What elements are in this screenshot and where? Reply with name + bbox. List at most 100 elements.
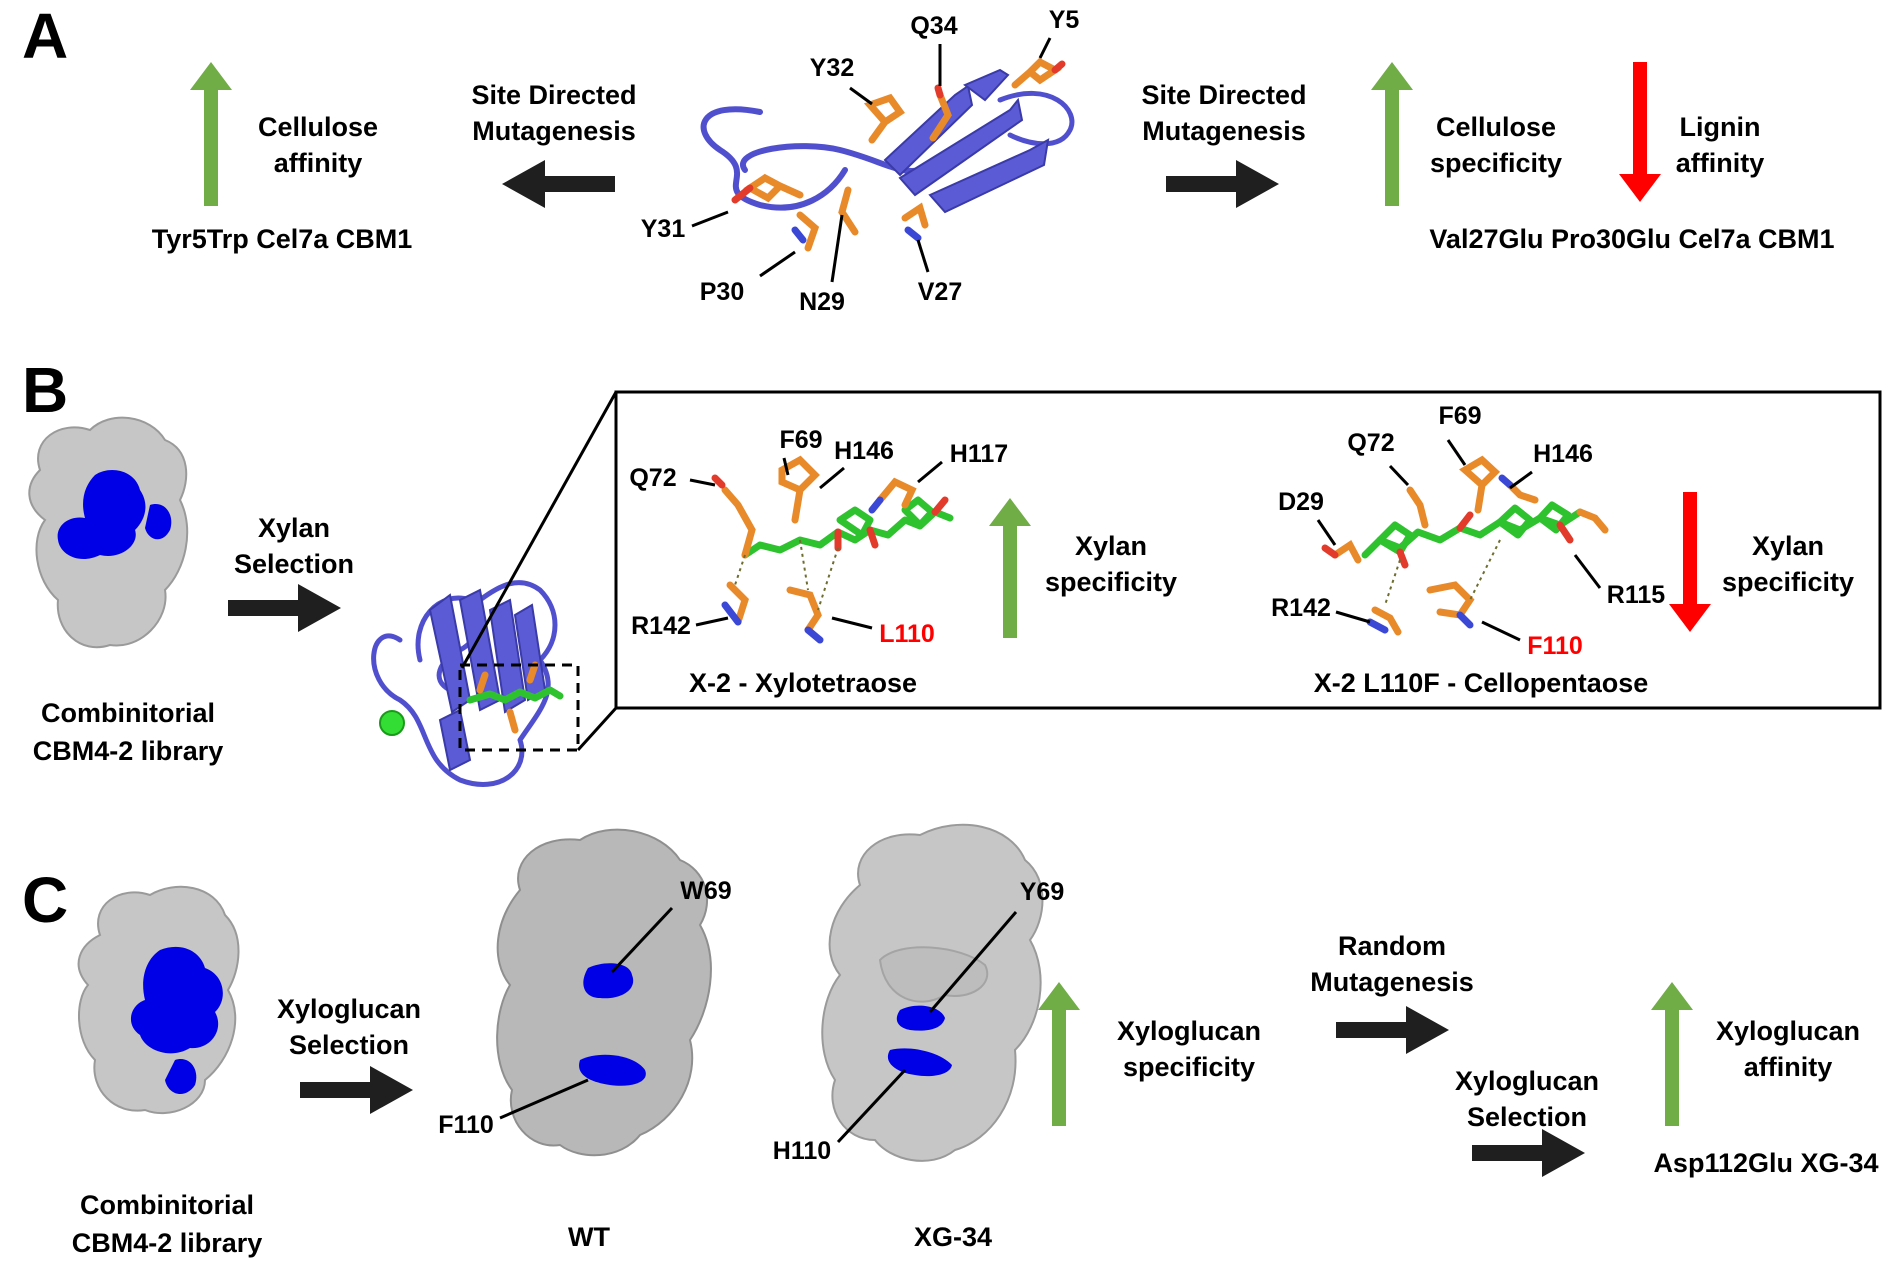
method-selection-word: Selection (1467, 1102, 1587, 1132)
zoom-inset-frame (614, 390, 1882, 710)
label-xylan-left: Xylan (1075, 531, 1147, 561)
label-cellulose: Cellulose (258, 112, 378, 142)
residue-r115: R115 (1607, 581, 1665, 609)
panel-c-letter: C (22, 864, 68, 936)
label-specificity-xylan-right: specificity (1722, 567, 1854, 597)
label-affinity: affinity (274, 148, 363, 178)
residue-p30: P30 (700, 278, 744, 306)
selection-xylan-word: Selection (234, 549, 354, 579)
leader-r115 (1573, 554, 1602, 589)
panel-b-letter: B (22, 354, 68, 426)
leader-h117-left (917, 460, 943, 484)
residue-h110-c: H110 (773, 1137, 831, 1165)
calcium-ion (379, 710, 405, 736)
caption-cellopentaose: X-2 L110F - Cellopentaose (1314, 668, 1649, 698)
leader-v27 (916, 239, 930, 273)
residue-y32: Y32 (810, 54, 854, 82)
zoom-region-box (458, 663, 580, 752)
cbm4-2-library-surface-c (77, 885, 240, 1115)
cbm1-structure (700, 57, 1075, 252)
xyloglucan-specificity-up-arrow (1038, 982, 1080, 1126)
leader-q72-left (689, 478, 716, 487)
caption-wt: WT (568, 1222, 610, 1252)
leader-f110-c (499, 1078, 589, 1120)
residue-y69: Y69 (1020, 878, 1064, 906)
xg34-surface (821, 823, 1044, 1162)
residue-d29: D29 (1278, 488, 1324, 516)
leader-r142-left (695, 616, 729, 627)
residue-f110-c: F110 (438, 1111, 494, 1139)
label-cellulose-right: Cellulose (1436, 112, 1556, 142)
library-label-b-line2: CBM4-2 library (33, 736, 224, 766)
residue-h146-right: H146 (1533, 440, 1593, 468)
residue-q72-right: Q72 (1347, 429, 1394, 457)
residue-f110: F110 (1527, 632, 1583, 660)
label-xyloglucan-spec: Xyloglucan (1117, 1016, 1261, 1046)
label-xylan-right: Xylan (1752, 531, 1824, 561)
method-mutagenesis-right: Mutagenesis (1142, 116, 1306, 146)
leader-f110 (1481, 620, 1521, 642)
residue-q72-left: Q72 (629, 464, 676, 492)
cbm4-2-structure (371, 580, 564, 787)
caption-xylotetraose: X-2 - Xylotetraose (689, 668, 917, 698)
residue-y31: Y31 (641, 215, 686, 243)
cellopentaose-complex (1321, 455, 1609, 636)
method-random: Random (1338, 931, 1446, 961)
panel-b: B Combinitorial CBM4-2 library Xylan Sel… (22, 354, 1882, 787)
leader-y31 (691, 210, 729, 228)
label-xyloglucan-aff: Xyloglucan (1716, 1016, 1860, 1046)
residue-v27: V27 (918, 278, 962, 306)
residue-f69-right: F69 (1438, 402, 1481, 430)
residue-f69-left: F69 (779, 426, 822, 454)
wt-surface (496, 828, 712, 1157)
selection-xylan: Xylan (258, 513, 330, 543)
leader-y5 (1038, 37, 1052, 59)
leader-h146-left (819, 466, 845, 490)
label-specificity-right: specificity (1430, 148, 1562, 178)
cellulose-affinity-up-arrow (190, 62, 232, 206)
selection-xyloglucan-c: Xyloglucan (277, 994, 421, 1024)
leader-d29 (1316, 519, 1337, 546)
leader-h110-c (836, 1068, 907, 1144)
leader-r142-right (1335, 610, 1371, 624)
method-site-directed-left: Site Directed (471, 80, 636, 110)
method-xyloglucan-selection: Xyloglucan (1455, 1066, 1599, 1096)
cellulose-specificity-up-arrow (1371, 62, 1413, 206)
xyloglucan-affinity-up-arrow (1651, 982, 1693, 1126)
label-affinity-c: affinity (1744, 1052, 1833, 1082)
panel-a: A Cellulose affinity Tyr5Trp Cel7a CBM1 … (22, 0, 1835, 316)
arrow-xyloglucan-selection-final (1472, 1129, 1585, 1177)
leader-h146-right (1509, 470, 1533, 490)
method-site-directed-right: Site Directed (1141, 80, 1306, 110)
leader-p30 (759, 250, 796, 278)
library-label-c-line2: CBM4-2 library (72, 1228, 263, 1258)
method-mutagenesis-left: Mutagenesis (472, 116, 636, 146)
arrow-to-left-mutant (502, 160, 615, 208)
leader-n29 (830, 214, 844, 283)
panel-c: C Combinitorial CBM4-2 library Xylogluca… (22, 823, 1879, 1258)
residue-r142-right: R142 (1271, 594, 1331, 622)
residue-h117-left: H117 (950, 440, 1008, 468)
residue-w69: W69 (680, 877, 731, 905)
residue-q34: Q34 (910, 12, 957, 40)
residue-l110: L110 (879, 620, 935, 648)
leader-q72-right (1388, 464, 1410, 487)
leader-w69 (610, 906, 674, 974)
leader-f69-left (782, 457, 790, 476)
arrow-to-right-mutant (1166, 160, 1279, 208)
arrow-xyloglucan-selection-c (300, 1066, 413, 1114)
xylotetraose-complex (711, 455, 954, 644)
label-lignin: Lignin (1680, 112, 1761, 142)
lignin-affinity-down-arrow (1619, 62, 1661, 202)
panel-a-letter: A (22, 0, 68, 72)
leader-f69-right (1446, 439, 1467, 466)
mutant-tyr5trp: Tyr5Trp Cel7a CBM1 (152, 224, 413, 254)
xylan-specificity-down-arrow (1669, 492, 1711, 632)
label-specificity-c: specificity (1123, 1052, 1255, 1082)
residue-r142-left: R142 (631, 612, 691, 640)
arrow-random-mutagenesis (1336, 1006, 1449, 1054)
mutant-val27glu-pro30glu: Val27Glu Pro30Glu Cel7a CBM1 (1429, 224, 1834, 254)
residue-y5: Y5 (1049, 6, 1080, 34)
mutant-asp112glu: Asp112Glu XG-34 (1653, 1148, 1878, 1178)
